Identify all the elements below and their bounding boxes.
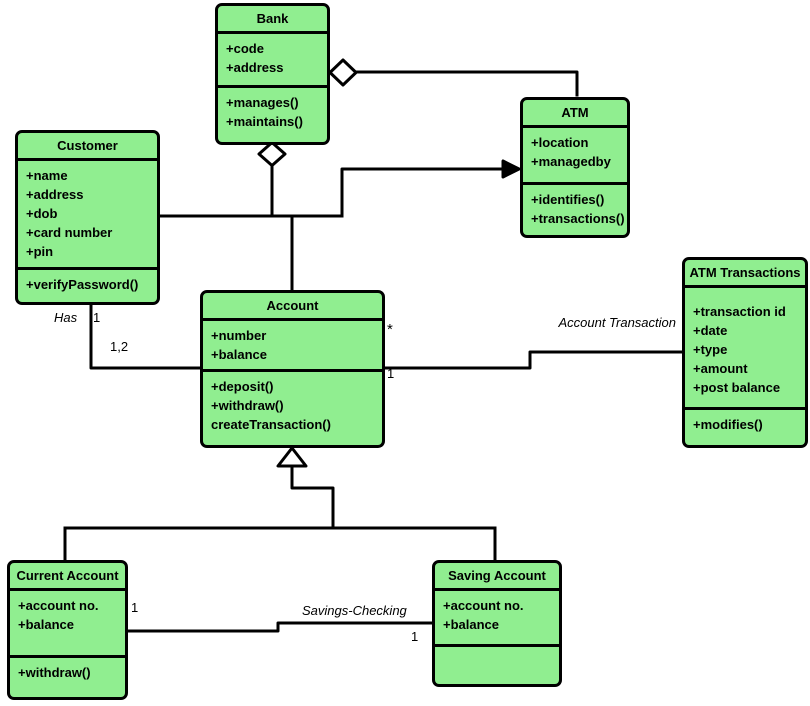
class-member: +type [693,342,728,357]
class-bank: Bank +code +address +manages() +maintains(… [215,3,330,145]
multiplicity-account-one: 1 [387,366,395,381]
class-member: +identifies() [531,192,605,207]
class-member: createTransaction() [211,417,331,432]
multiplicity-saving-account: 1 [411,629,419,644]
class-member: +code [226,41,264,56]
class-atm-title: ATM [523,100,627,128]
customer-atm-arrowhead [501,159,521,179]
class-member: +maintains() [226,114,303,129]
class-member: +card number [26,225,113,240]
class-current-account-title: Current Account [10,563,125,591]
class-member: +address [26,187,84,202]
class-member: +transactions() [531,211,625,226]
class-account-title: Account [203,293,382,321]
class-bank-attributes: +code +address [218,34,327,88]
class-member: +manages() [226,95,299,110]
edge-label-has: Has [54,310,78,325]
class-saving-account-attributes: +account no. +balance [435,591,559,647]
class-atm-attributes: +location +managedby [523,128,627,185]
class-current-account: Current Account +account no. +balance +wi… [7,560,128,700]
current-saving-association-line [126,621,436,633]
class-bank-title: Bank [218,6,327,34]
class-current-account-attributes: +account no. +balance [10,591,125,658]
class-member: +account no. [18,598,99,613]
class-member: +balance [443,617,500,632]
class-account-attributes: +number +balance [203,321,382,372]
class-atm-methods: +identifies() +transactions() [523,185,627,235]
edge-label-savings-checking: Savings-Checking [302,603,407,618]
customer-account-has-line [89,301,204,370]
class-member: +amount [693,361,748,376]
class-bank-methods: +manages() +maintains() [218,88,327,142]
class-atm-transactions-attributes: +transaction id +date +type +amount +post ba… [685,288,805,410]
class-member: +balance [211,347,268,362]
class-account: Account +number +balance +deposit() +withd… [200,290,385,448]
class-member: +post balance [693,380,781,395]
class-saving-account-methods [435,647,559,684]
class-member: +name [26,168,68,183]
class-atm: ATM +location +managedby +identifies() +tr… [520,97,630,238]
class-account-methods: +deposit() +withdraw() createTransaction() [203,372,382,445]
class-customer-attributes: +name +address +dob +card number +pin [18,161,157,270]
account-atmtransactions-line [383,350,686,370]
class-member: +address [226,60,284,75]
bank-atm-aggregation-diamond [328,58,358,87]
class-saving-account: Saving Account +account no. +balance [432,560,562,687]
class-atm-transactions-methods: +modifies() [685,410,805,445]
class-member: +withdraw() [211,398,284,413]
class-customer-title: Customer [18,133,157,161]
class-member: +transaction id [693,304,786,319]
customer-atm-association-line [340,167,505,218]
class-current-account-methods: +withdraw() [10,658,125,697]
class-customer: Customer +name +address +dob +card number +p… [15,130,160,305]
class-atm-transactions: ATM Transactions +transaction id +date +ty… [682,257,808,448]
class-member: +location [531,135,589,150]
class-member: +verifyPassword() [26,277,139,292]
multiplicity-account-many: * [387,321,393,338]
bank-atm-aggregation-line [354,70,579,97]
generalization-triangle [276,446,308,468]
class-member: +pin [26,244,54,259]
class-saving-account-title: Saving Account [435,563,559,591]
multiplicity-account-has: 1,2 [110,339,129,354]
class-member: +modifies() [693,417,763,432]
class-member: +managedby [531,154,611,169]
class-member: +number [211,328,267,343]
multiplicity-current-account: 1 [131,600,139,615]
class-member: +balance [18,617,75,632]
multiplicity-customer-has: 1 [93,310,101,325]
class-member: +dob [26,206,58,221]
class-member: +deposit() [211,379,274,394]
class-member: +account no. [443,598,524,613]
edge-label-account-transaction: Account Transaction [558,315,676,330]
class-customer-methods: +verifyPassword() [18,270,157,302]
generalization-stem-line [290,462,335,530]
class-member: +date [693,323,728,338]
class-atm-transactions-title: ATM Transactions [685,260,805,288]
bank-aggregation-diamond [257,141,287,167]
class-member: +withdraw() [18,665,91,680]
